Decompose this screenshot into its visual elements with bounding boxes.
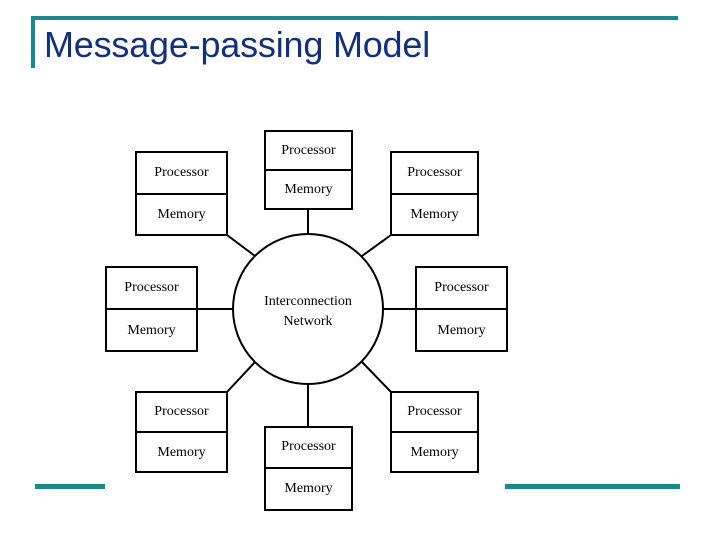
node-top: Processor Memory bbox=[264, 130, 353, 210]
footer-accent-bar-left bbox=[35, 484, 105, 489]
link-bottom-left bbox=[226, 361, 256, 393]
hub-label-line2: Network bbox=[284, 314, 333, 329]
node-bottom-right: Processor Memory bbox=[390, 391, 479, 473]
node-bottom-right-processor-label: Processor bbox=[407, 404, 462, 419]
node-bottom: Processor Memory bbox=[264, 426, 353, 511]
node-bottom-left: Processor Memory bbox=[135, 391, 228, 473]
node-top-right-processor-label: Processor bbox=[407, 165, 462, 180]
node-bottom-right-memory-label: Memory bbox=[410, 445, 458, 460]
node-top-left: Processor Memory bbox=[135, 151, 228, 236]
page-title: Message-passing Model bbox=[44, 24, 430, 65]
node-bottom-left-memory-label: Memory bbox=[157, 445, 205, 460]
link-bottom-right bbox=[361, 361, 392, 393]
hub-label-line1: Interconnection bbox=[264, 294, 352, 309]
node-bottom-memory-label: Memory bbox=[284, 481, 332, 496]
node-left: Processor Memory bbox=[105, 266, 198, 352]
link-top-right bbox=[361, 234, 392, 257]
title-accent-bar-left bbox=[31, 16, 35, 68]
node-top-right-memory-label: Memory bbox=[410, 207, 458, 222]
interconnection-network-hub: Interconnection Network bbox=[232, 233, 384, 385]
node-bottom-processor-label: Processor bbox=[281, 439, 336, 454]
link-top-left bbox=[226, 234, 256, 257]
node-right-memory-label: Memory bbox=[437, 323, 485, 338]
node-top-processor-label: Processor bbox=[281, 143, 336, 158]
node-bottom-left-processor-label: Processor bbox=[154, 404, 209, 419]
diagram-links bbox=[197, 209, 416, 427]
footer-accent-bar-right bbox=[505, 484, 680, 489]
node-left-processor-label: Processor bbox=[124, 280, 179, 295]
node-top-left-processor-label: Processor bbox=[154, 165, 209, 180]
node-right: Processor Memory bbox=[415, 266, 508, 352]
node-top-left-memory-label: Memory bbox=[157, 207, 205, 222]
node-right-processor-label: Processor bbox=[434, 280, 489, 295]
node-left-memory-label: Memory bbox=[127, 323, 175, 338]
node-top-memory-label: Memory bbox=[284, 182, 332, 197]
node-top-right: Processor Memory bbox=[390, 151, 479, 236]
title-accent-bar-top bbox=[31, 16, 678, 20]
hub-circle bbox=[232, 233, 384, 385]
